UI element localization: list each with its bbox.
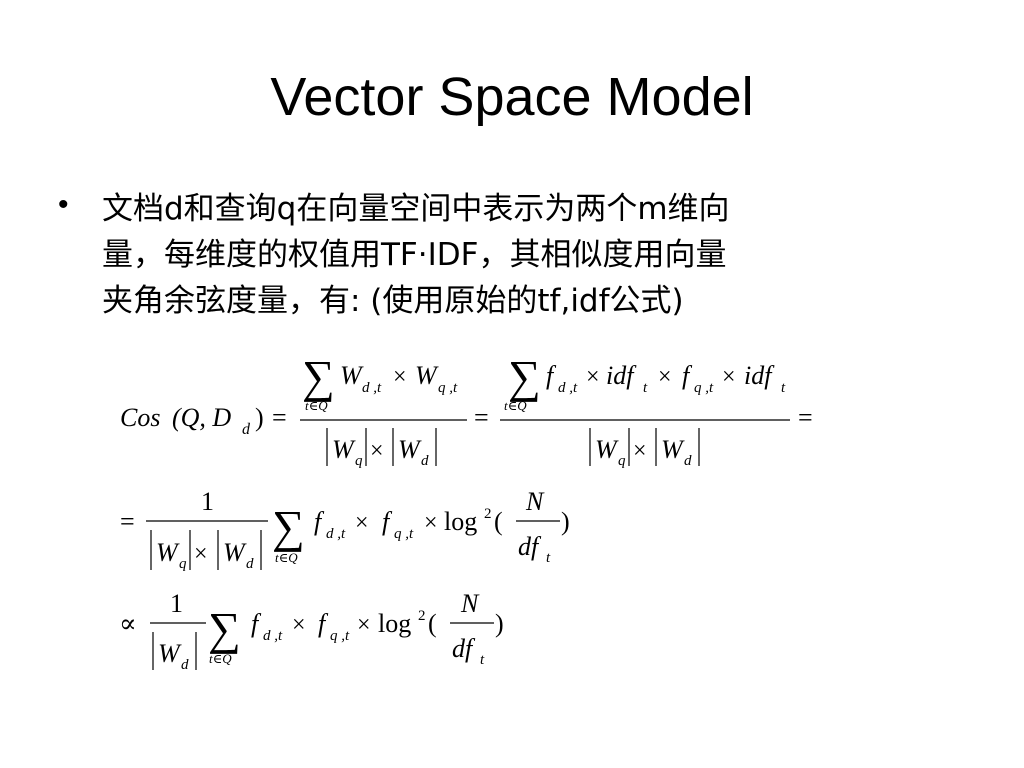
df-2: df (452, 634, 476, 663)
df-1: df (518, 532, 542, 561)
f-5-sub: d ,t (263, 628, 283, 644)
log-1-sup: 2 (484, 506, 492, 522)
df-2-sub: t (480, 652, 485, 668)
w-q-den-sub: q (355, 453, 363, 469)
w-d-3: W (223, 538, 247, 567)
idf-1: idf (606, 361, 637, 390)
sum-symbol-3: ∑ (272, 501, 305, 552)
equals-1: = (272, 403, 287, 432)
f-1: f (546, 361, 557, 390)
one-2: 1 (170, 589, 183, 618)
w-q-3-sub: q (179, 556, 187, 572)
bullet-line-3: 夹角余弦度量，有: (使用原始的tf,idf公式) (102, 283, 684, 319)
f-4: f (382, 507, 393, 536)
equals-2: = (474, 403, 489, 432)
times-den-1: × (370, 438, 384, 464)
w-1-sub: d ,t (362, 380, 382, 396)
equals-3: = (798, 403, 813, 432)
f-1-sub: d ,t (558, 380, 578, 396)
f-3: f (314, 507, 325, 536)
f-2-sub: q ,t (694, 380, 714, 396)
w-d-den-2: W (661, 435, 685, 464)
log-2-sup: 2 (418, 608, 426, 624)
cos-args-sub: d (242, 421, 251, 438)
w-q-den-2-sub: q (618, 453, 626, 469)
cos-function: Cos (120, 403, 160, 432)
times-4: × (722, 364, 736, 390)
one-1: 1 (201, 487, 214, 516)
equals-4: = (120, 507, 135, 536)
formula-line-2: = 1 W q × W d ∑ t∈Q f d ,t × f q ,t × (120, 487, 570, 572)
open-paren-1: ( (494, 507, 503, 536)
f-4-sub: q ,t (394, 526, 414, 542)
times-2: × (586, 364, 600, 390)
log-2: log (378, 609, 411, 638)
w-2-sub: q ,t (438, 380, 458, 396)
w-1: W (340, 361, 364, 390)
w-q-den-2: W (595, 435, 619, 464)
w-2: W (415, 361, 439, 390)
w-d-den-sub: d (421, 453, 429, 469)
w-d-4: W (158, 639, 182, 668)
sum-index-1: t∈Q (305, 398, 328, 413)
idf-2-sub: t (781, 380, 786, 396)
idf-2: idf (744, 361, 775, 390)
formula-line-3: ∝ 1 W d ∑ t∈Q f d ,t × f q ,t × log 2 ( … (119, 589, 504, 673)
close-paren-2: ) (495, 609, 504, 638)
bullet-text: 文档d和查询q在向量空间中表示为两个m维向 量，每维度的权值用TF·IDF，其相… (102, 186, 914, 324)
w-d-4-sub: d (181, 657, 189, 673)
w-d-3-sub: d (246, 556, 254, 572)
idf-1-sub: t (643, 380, 648, 396)
times-1: × (393, 364, 407, 390)
sum-index-3: t∈Q (275, 550, 298, 565)
sum-symbol-1: ∑ (302, 351, 335, 402)
n-2: N (460, 589, 480, 618)
times-den-3: × (194, 541, 208, 567)
df-1-sub: t (546, 550, 551, 566)
bullet-line-1: 文档d和查询q在向量空间中表示为两个m维向 (102, 191, 730, 227)
sum-symbol-2: ∑ (508, 351, 541, 402)
cos-args: (Q, D (172, 403, 231, 432)
times-8: × (357, 612, 371, 638)
close-paren-1: ) (561, 507, 570, 536)
sum-index-2: t∈Q (504, 398, 527, 413)
f-6: f (318, 609, 329, 638)
open-paren-2: ( (428, 609, 437, 638)
times-den-2: × (633, 438, 647, 464)
w-q-den: W (332, 435, 356, 464)
w-d-den: W (398, 435, 422, 464)
bullet-line-2: 量，每维度的权值用TF·IDF，其相似度用向量 (102, 237, 727, 273)
n-1: N (525, 487, 545, 516)
formula-line-1: Cos (Q, D d ) = ∑ t∈Q W d ,t × W q ,t W … (120, 351, 813, 469)
f-5: f (251, 609, 262, 638)
times-7: × (292, 612, 306, 638)
w-q-3: W (156, 538, 180, 567)
times-5: × (355, 510, 369, 536)
w-d-den-2-sub: d (684, 453, 692, 469)
f-6-sub: q ,t (330, 628, 350, 644)
proportional-symbol: ∝ (119, 609, 137, 638)
bullet-icon: • (58, 188, 69, 221)
log-1: log (444, 507, 477, 536)
times-6: × (424, 510, 438, 536)
slide-title: Vector Space Model (270, 67, 754, 127)
cos-args-close: ) (255, 403, 264, 432)
sum-symbol-4: ∑ (208, 603, 241, 654)
times-3: × (658, 364, 672, 390)
sum-index-4: t∈Q (209, 651, 232, 666)
f-2: f (682, 361, 693, 390)
f-3-sub: d ,t (326, 526, 346, 542)
